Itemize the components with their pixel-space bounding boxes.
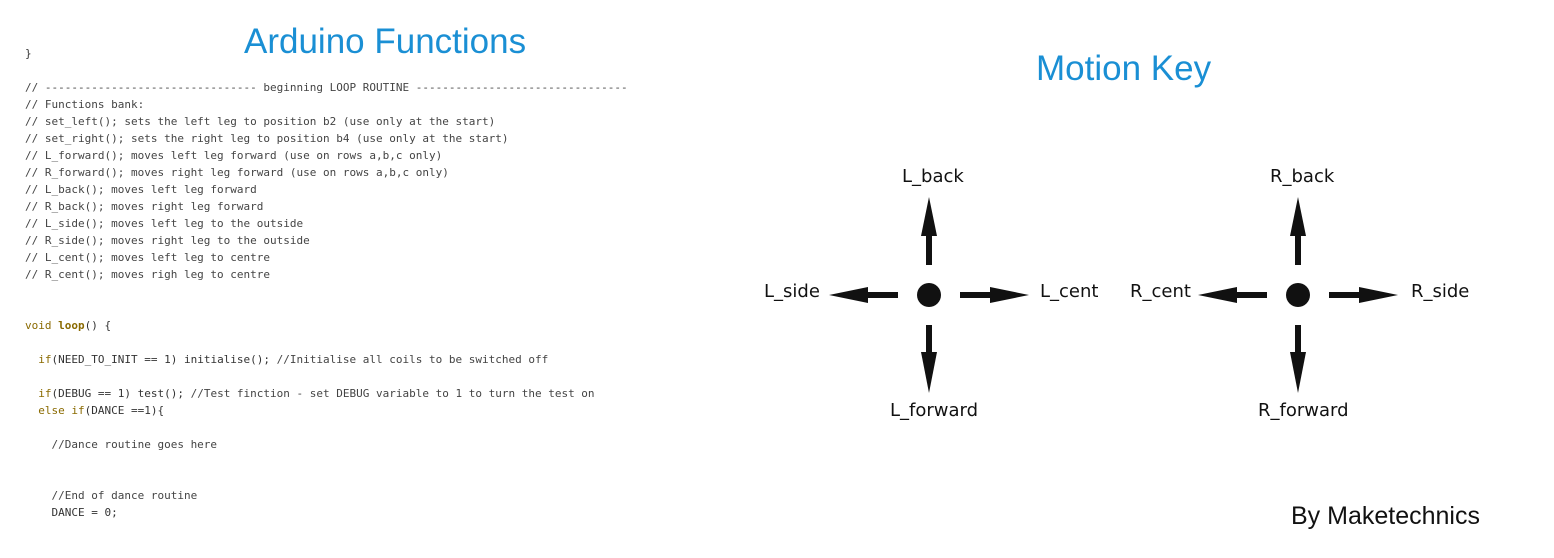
- code-line: // R_forward(); moves right leg forward …: [25, 167, 449, 179]
- left-left-arrow: [829, 287, 898, 303]
- left-down-arrow: [921, 325, 937, 393]
- code-token: // L_forward(); moves left leg forward (…: [25, 149, 443, 162]
- label-r-side: R_side: [1411, 281, 1470, 302]
- right-leg-motion-group: [1198, 197, 1398, 393]
- code-line: // R_back(); moves right leg forward: [25, 201, 263, 213]
- code-token: else if: [38, 404, 85, 417]
- code-token: // R_side(); moves right leg to the outs…: [25, 234, 310, 247]
- code-token: () {: [84, 319, 112, 332]
- label-l-forward: L_forward: [890, 400, 979, 421]
- code-token: // R_forward(); moves right leg forward …: [25, 166, 449, 179]
- code-listing: } // -------------------------------- beg…: [25, 46, 705, 519]
- code-line: if(DEBUG == 1) test(); //Test finction -…: [25, 387, 595, 400]
- right-leg-origin-dot: [1286, 283, 1310, 307]
- label-r-cent: R_cent: [1130, 281, 1191, 302]
- code-token: loop: [58, 319, 85, 332]
- code-line: // R_side(); moves right leg to the outs…: [25, 235, 310, 247]
- code-line: // set_right(); sets the right leg to po…: [25, 133, 508, 145]
- code-line: // R_cent(); moves righ leg to centre: [25, 269, 270, 281]
- code-token: // L_back(); moves left leg forward: [25, 183, 257, 196]
- code-line: // L_forward(); moves left leg forward (…: [25, 150, 442, 162]
- code-line: }: [25, 48, 32, 60]
- code-token: // R_back(); moves right leg forward: [25, 200, 264, 213]
- code-line: // -------------------------------- begi…: [25, 82, 628, 94]
- code-token: // R_cent(); moves righ leg to centre: [25, 268, 271, 281]
- label-r-forward: R_forward: [1258, 400, 1349, 421]
- code-token: // L_side(); moves left leg to the outsi…: [25, 217, 304, 230]
- code-line: if(NEED_TO_INIT == 1) initialise(); //In…: [25, 354, 548, 366]
- code-token: //End of dance routine: [25, 489, 198, 502]
- code-line: else if(DANCE ==1){: [25, 405, 164, 417]
- code-line: // Functions bank:: [25, 99, 144, 111]
- motion-key-title: Motion Key: [1036, 49, 1212, 88]
- right-right-arrow: [1329, 287, 1398, 303]
- left-leg-motion-group: [829, 197, 1029, 393]
- code-token: (DEBUG == 1) test();: [51, 387, 191, 400]
- label-l-cent: L_cent: [1040, 281, 1099, 302]
- arduino-functions-title: Arduino Functions: [244, 22, 527, 61]
- left-leg-origin-dot: [917, 283, 941, 307]
- left-up-arrow: [921, 197, 937, 265]
- code-token: }: [25, 47, 32, 60]
- code-line: //Dance routine goes here: [25, 439, 217, 451]
- code-line: void loop() {: [25, 320, 111, 332]
- code-line: //End of dance routine: [25, 490, 197, 502]
- left-right-arrow: [960, 287, 1029, 303]
- label-l-side: L_side: [764, 281, 820, 302]
- label-r-back: R_back: [1270, 166, 1335, 187]
- code-token: void: [25, 319, 59, 332]
- code-token: // set_right(); sets the right leg to po…: [25, 132, 509, 145]
- code-token: if: [38, 353, 52, 366]
- code-token: (DANCE ==1){: [84, 404, 165, 417]
- right-up-arrow: [1290, 197, 1306, 265]
- code-token: // set_left(); sets the left leg to posi…: [25, 115, 496, 128]
- code-line: // set_left(); sets the left leg to posi…: [25, 116, 495, 128]
- code-token: //Test finction - set DEBUG variable to …: [190, 387, 595, 400]
- byline: By Maketechnics: [1291, 502, 1480, 530]
- code-token: // Functions bank:: [25, 98, 145, 111]
- code-token: DANCE = 0;: [25, 506, 118, 519]
- code-token: //Initialise all coils to be switched of…: [276, 353, 549, 366]
- right-left-arrow: [1198, 287, 1267, 303]
- code-line: // L_side(); moves left leg to the outsi…: [25, 218, 303, 230]
- right-down-arrow: [1290, 325, 1306, 393]
- code-line: DANCE = 0;: [25, 506, 118, 519]
- label-l-back: L_back: [902, 166, 964, 187]
- code-token: // L_cent(); moves left leg to centre: [25, 251, 271, 264]
- code-line: // L_back(); moves left leg forward: [25, 184, 257, 196]
- code-token: // -------------------------------- begi…: [25, 81, 628, 94]
- code-line: // L_cent(); moves left leg to centre: [25, 252, 270, 264]
- code-token: //Dance routine goes here: [25, 438, 218, 451]
- code-token: if: [38, 387, 52, 400]
- code-token: (NEED_TO_INIT == 1) initialise();: [51, 353, 277, 366]
